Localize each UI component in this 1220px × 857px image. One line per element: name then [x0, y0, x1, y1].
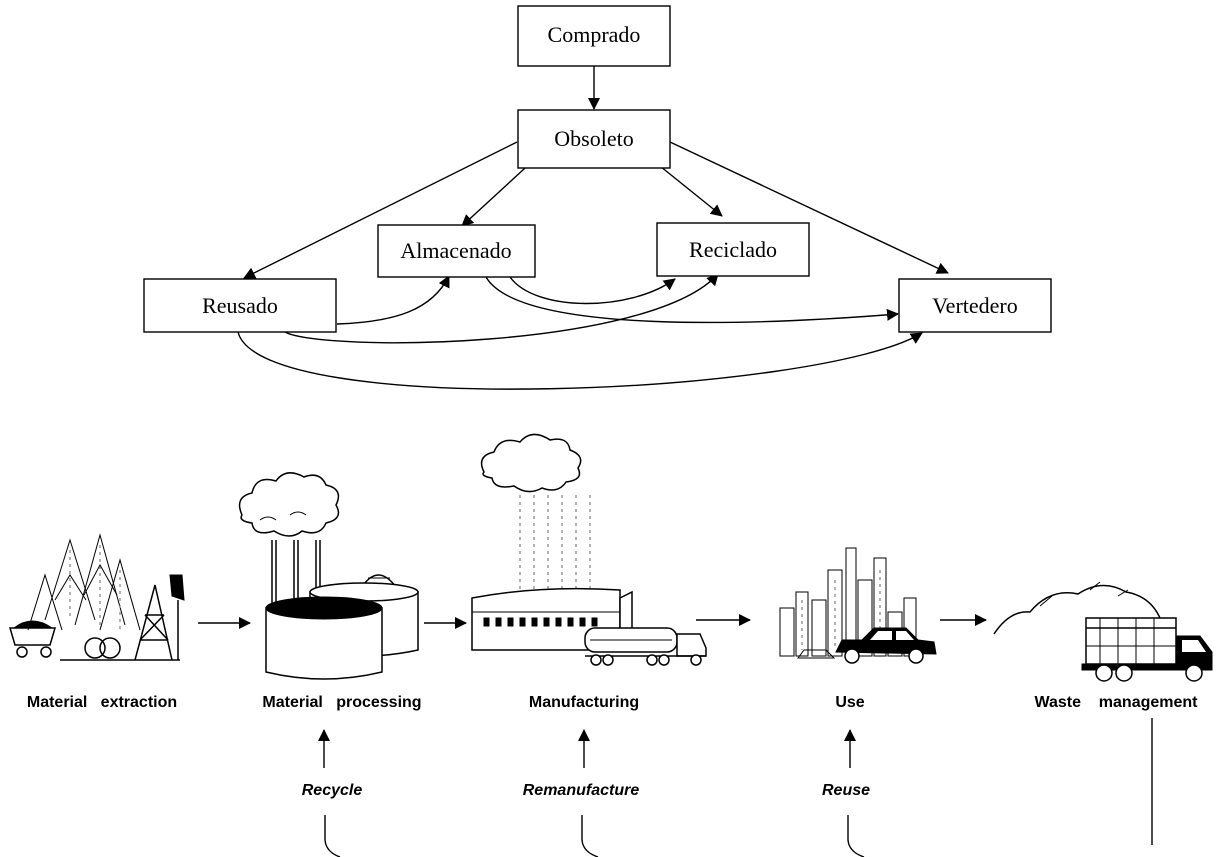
loop-label-remanufacture: Remanufacture: [523, 782, 640, 799]
landfill-and-truck-icon: [993, 581, 1213, 682]
city-and-car-icon: [779, 547, 937, 664]
node-almacenado-label: Almacenado: [400, 238, 511, 263]
node-almacenado: Almacenado: [377, 224, 536, 278]
stage-label-waste: Waste management: [1034, 694, 1198, 711]
oil-pump-and-forest-icon: [8, 533, 185, 661]
node-vertedero: Vertedero: [898, 278, 1052, 333]
feedback-loops: Recycle Remanufacture Reuse: [302, 718, 1153, 857]
edge-almacenado-reciclado: [509, 276, 676, 305]
state-edges: [237, 66, 949, 390]
node-reusado: Reusado: [143, 278, 337, 333]
edge-reusado-reciclado: [284, 273, 719, 344]
node-comprado-label: Comprado: [548, 22, 641, 47]
stage-label-extraction: Material extraction: [27, 694, 177, 711]
node-obsoleto: Obsoleto: [517, 109, 671, 169]
stage-label-use: Use: [835, 694, 864, 711]
edge-obsoleto-vertedero: [669, 141, 949, 274]
factory-and-tanker-icon: [471, 433, 707, 666]
edge-obsoleto-reusado: [243, 141, 518, 279]
loop-label-recycle: Recycle: [302, 782, 363, 799]
edge-reusado-almacenado: [336, 275, 450, 325]
stage-label-processing: Material processing: [262, 694, 421, 711]
processing-plant-icon: [238, 472, 419, 680]
stage-labels: Material extraction Material processing …: [27, 694, 1198, 711]
state-nodes: Comprado Obsoleto Almacenado Reciclado R…: [143, 5, 1052, 333]
loop-remanufacture: Remanufacture: [523, 729, 640, 857]
node-obsoleto-label: Obsoleto: [554, 126, 633, 151]
edge-almacenado-vertedero: [485, 276, 899, 324]
node-comprado: Comprado: [517, 5, 671, 67]
loop-reuse: Reuse: [822, 729, 870, 857]
state-diagram: Comprado Obsoleto Almacenado Reciclado R…: [143, 5, 1052, 390]
node-reciclado: Reciclado: [656, 222, 810, 277]
loop-label-reuse: Reuse: [822, 782, 870, 799]
edge-obsoleto-almacenado: [461, 157, 537, 227]
factory-windows: [483, 617, 598, 627]
edge-reusado-vertedero: [237, 331, 923, 390]
loop-recycle: Recycle: [302, 729, 363, 857]
node-reciclado-label: Reciclado: [689, 237, 777, 262]
lifecycle-forward-arrows: [198, 614, 987, 629]
stage-label-manufacturing: Manufacturing: [529, 694, 639, 711]
node-vertedero-label: Vertedero: [932, 293, 1018, 318]
node-reusado-label: Reusado: [202, 293, 278, 318]
lifecycle-diagram: Material extraction Material processing …: [8, 433, 1213, 857]
